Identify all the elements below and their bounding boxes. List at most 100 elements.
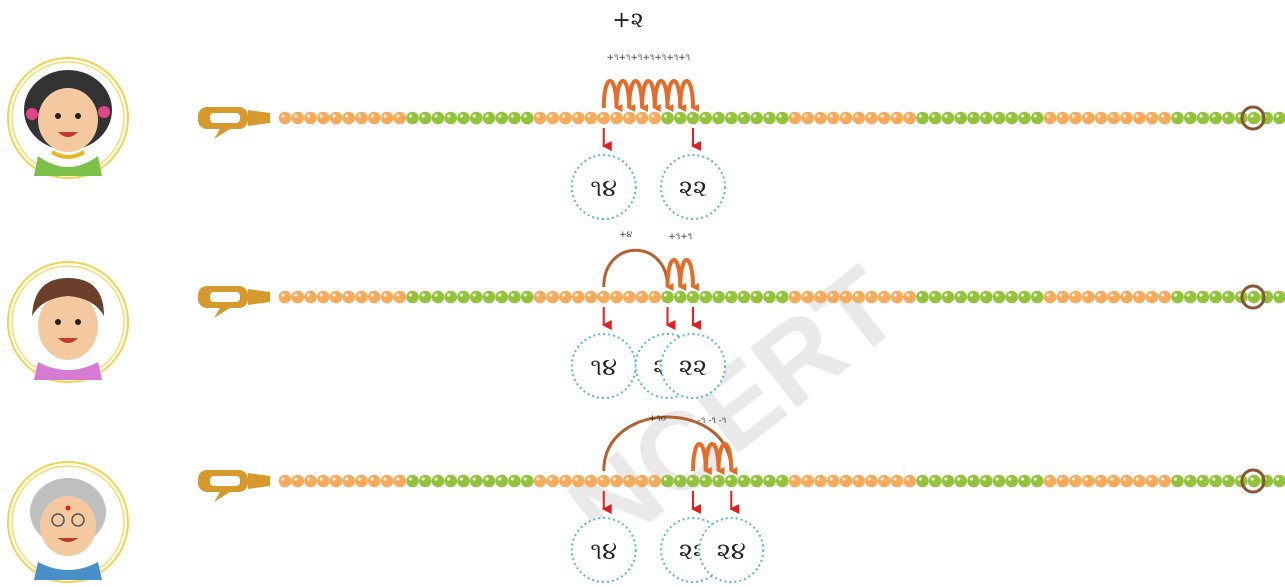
bead-shine [816, 477, 821, 481]
bead-shine [702, 293, 706, 297]
bead-shine [459, 293, 464, 297]
bead [367, 290, 381, 304]
bead-shine [345, 114, 349, 118]
bead-shine [982, 293, 986, 297]
bead [533, 474, 547, 488]
bead-shine [1250, 293, 1254, 297]
bead-shine [357, 114, 362, 118]
bead [1107, 111, 1121, 125]
bead-shine [472, 114, 476, 118]
bead [1069, 111, 1082, 125]
bead [673, 111, 687, 125]
number-circle [660, 154, 726, 220]
bead [916, 290, 929, 304]
bead-shine [485, 293, 489, 297]
bead-shine [676, 114, 680, 118]
step-label: +૨ [612, 8, 643, 33]
bead [380, 474, 394, 488]
bead-shine [1275, 477, 1280, 481]
bead [1158, 474, 1172, 488]
clasp-neck [248, 473, 270, 489]
bead [903, 474, 917, 488]
number-circle [660, 333, 726, 399]
bead [278, 474, 292, 488]
bead-shine [1008, 477, 1012, 481]
bead-shine [1122, 293, 1127, 297]
bead-shine [829, 477, 833, 481]
bead-shine [370, 293, 374, 297]
bead [839, 474, 853, 488]
bead [495, 474, 509, 488]
bead-shine [651, 293, 655, 297]
bead-shine [1071, 293, 1076, 297]
bead-shine [906, 477, 910, 481]
bead-shine [1059, 114, 1063, 118]
bead-shine [1122, 477, 1127, 481]
bead-shine [676, 477, 680, 481]
bead-shine [281, 293, 285, 297]
bead-shine [714, 293, 719, 297]
bead-shine [1046, 477, 1050, 481]
bead-shine [995, 477, 999, 481]
bead [1120, 290, 1133, 304]
bead-shine [1237, 477, 1241, 481]
bead [775, 290, 789, 304]
bead [788, 290, 802, 304]
bead [393, 111, 407, 125]
bead [648, 290, 662, 304]
bead-shine [702, 114, 706, 118]
bead-shine [1237, 293, 1241, 297]
bead [546, 290, 560, 304]
bead-shine [459, 477, 464, 481]
bead-shine [306, 477, 311, 481]
bead [1005, 111, 1019, 125]
bead-shine [1186, 477, 1190, 481]
hop-arrow [602, 248, 674, 291]
bead-shine [893, 477, 897, 481]
bead-shine [842, 114, 846, 118]
bead [788, 474, 802, 488]
bead [814, 474, 827, 488]
bead [1222, 111, 1235, 125]
bead [788, 111, 802, 125]
bead-shine [498, 477, 502, 481]
bead [775, 474, 789, 488]
bead [495, 290, 509, 304]
bead-shine [498, 293, 502, 297]
bead [406, 111, 419, 125]
bead-shine [281, 114, 285, 118]
bead-shine [689, 114, 693, 118]
bead [979, 290, 993, 304]
bead [1081, 474, 1095, 488]
bead [571, 111, 585, 125]
bead [763, 290, 776, 304]
bead-shine [931, 293, 935, 297]
bead [1158, 111, 1172, 125]
bead [597, 111, 611, 125]
bead [622, 290, 636, 304]
bead [482, 290, 496, 304]
bead-shine [1250, 477, 1254, 481]
bead [393, 474, 407, 488]
bead-shine [944, 477, 948, 481]
bead [1273, 290, 1285, 304]
bead-shine [651, 477, 655, 481]
bead [1145, 111, 1159, 125]
bead [278, 111, 292, 125]
bead-shine [421, 477, 425, 481]
bead-shine [1186, 114, 1190, 118]
bead [954, 474, 968, 488]
bead-shine [918, 477, 923, 481]
bead-shine [893, 114, 897, 118]
bead-shine [396, 477, 400, 481]
bead [533, 290, 547, 304]
bead-shine [485, 114, 489, 118]
marker-number: ૧૪ [590, 353, 617, 381]
bead-shine [574, 293, 578, 297]
bead-shine [727, 114, 731, 118]
bead [508, 111, 521, 125]
bead [431, 290, 445, 304]
bead-shine [1135, 114, 1139, 118]
bead [316, 474, 330, 488]
bead-shine [1212, 477, 1216, 481]
